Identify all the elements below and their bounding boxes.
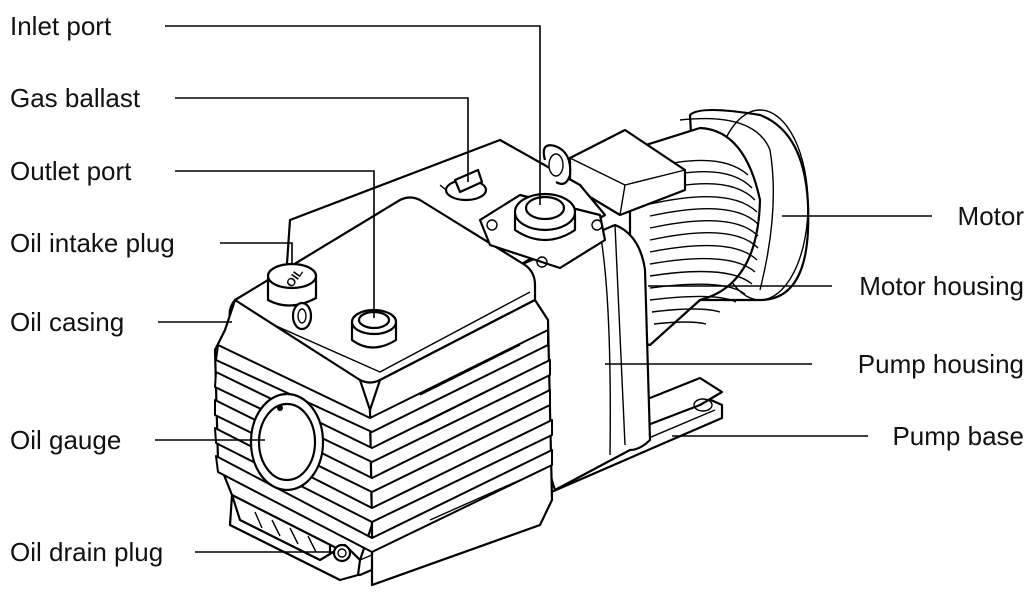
label-motor-housing: Motor housing <box>859 271 1024 301</box>
leader-lines <box>155 25 932 553</box>
label-pump-housing: Pump housing <box>858 349 1024 379</box>
oil-drain-plug <box>332 543 352 563</box>
label-pump-base: Pump base <box>892 421 1024 451</box>
label-oil-casing: Oil casing <box>10 307 124 337</box>
motor <box>568 108 810 347</box>
gas-ballast <box>439 168 488 202</box>
label-outlet-port: Outlet port <box>10 156 132 186</box>
label-oil-drain-plug: Oil drain plug <box>10 537 163 567</box>
label-gas-ballast: Gas ballast <box>10 83 141 113</box>
label-inlet-port: Inlet port <box>10 11 112 41</box>
label-motor: Motor <box>958 201 1025 231</box>
oil-casing <box>213 196 554 587</box>
label-oil-gauge: Oil gauge <box>10 425 121 455</box>
oil-gauge <box>249 392 325 492</box>
inlet-port <box>478 192 607 270</box>
outlet-port <box>350 308 398 349</box>
oil-intake-plug: OIL <box>266 262 318 331</box>
label-oil-intake-plug: Oil intake plug <box>10 228 175 258</box>
